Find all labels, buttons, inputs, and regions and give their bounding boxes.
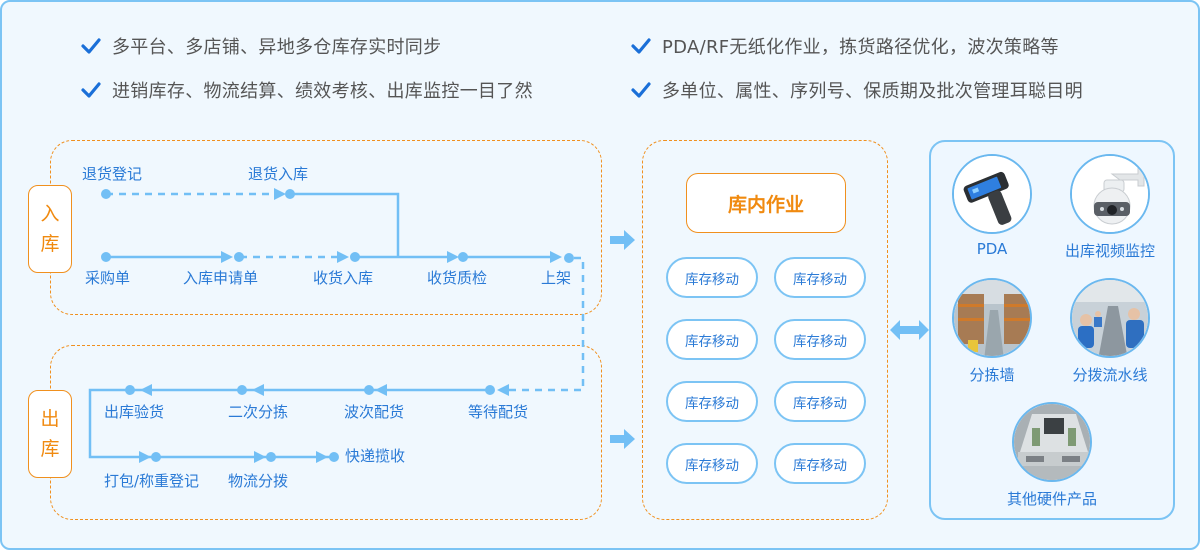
- flow-node-label: 收货入库: [313, 269, 374, 287]
- ops-item-inventory-move[interactable]: 库存移动: [666, 257, 758, 298]
- ops-item-inventory-move[interactable]: 库存移动: [666, 443, 758, 484]
- feature-item: 多平台、多店铺、异地多仓库存实时同步: [80, 34, 441, 58]
- ops-item-inventory-move[interactable]: 库存移动: [774, 319, 866, 360]
- feature-text: 多单位、属性、序列号、保质期及批次管理耳聪目明: [662, 81, 1083, 102]
- feature-text: 多平台、多店铺、异地多仓库存实时同步: [112, 37, 442, 58]
- flow-node-label: 快递揽收: [345, 447, 406, 465]
- flow-node-label: 退货入库: [248, 165, 309, 183]
- check-icon: [631, 38, 651, 54]
- flow-node-dot: [234, 252, 244, 262]
- ops-item-inventory-move[interactable]: 库存移动: [774, 443, 866, 484]
- outbound-label-char: 出: [40, 408, 60, 430]
- arrow-right-icon: [550, 251, 562, 263]
- block-arrow-right-icon: [610, 429, 635, 449]
- flow-line-dashed: [502, 256, 585, 392]
- conveyor-hardware-image: [1012, 402, 1092, 482]
- double-arrow-icon: [890, 320, 929, 340]
- hardware-label: PDA: [976, 240, 1008, 258]
- flow-node-label: 退货登记: [82, 165, 143, 183]
- feature-item: PDA/RF无纸化作业，拣货路径优化，波次策略等: [630, 34, 1059, 58]
- flow-node-label: 上架: [541, 269, 572, 287]
- flow-node-dot: [350, 252, 360, 262]
- warehouse-ops-section: [642, 140, 888, 520]
- flow-node-label: 波次配货: [344, 403, 405, 421]
- ops-item-inventory-move[interactable]: 库存移动: [666, 319, 758, 360]
- block-arrow-right-icon: [610, 230, 635, 250]
- flow-node-label: 等待配货: [468, 403, 529, 421]
- warehouse-ops-title: 库内作业: [686, 173, 846, 233]
- arrow-right-icon: [337, 251, 349, 263]
- inbound-label: 入 库: [28, 185, 72, 273]
- arrow-right-icon: [254, 451, 266, 463]
- flow-node-dot: [564, 253, 574, 263]
- flow-node-label: 物流分拨: [228, 472, 289, 490]
- surveillance-camera-image: [1070, 154, 1150, 234]
- check-icon: [631, 82, 651, 98]
- flow-node-label: 入库申请单: [183, 269, 259, 287]
- hardware-label: 出库视频监控: [1064, 242, 1155, 260]
- arrow-right-icon: [221, 251, 233, 263]
- flow-node-label: 二次分拣: [228, 403, 289, 421]
- inbound-label-char: 入: [40, 203, 60, 225]
- feature-text: PDA/RF无纸化作业，拣货路径优化，波次策略等: [662, 37, 1059, 58]
- flow-node-label: 打包/称重登记: [104, 472, 200, 490]
- flow-line: [88, 388, 332, 459]
- flow-node-dot: [125, 385, 135, 395]
- arrow-left-icon: [497, 384, 509, 396]
- pda-device-image: [952, 154, 1032, 234]
- flow-node-label: 出库验货: [104, 403, 165, 421]
- flow-node-label: 收货质检: [427, 269, 488, 287]
- ops-item-inventory-move[interactable]: 库存移动: [774, 381, 866, 422]
- flow-line: [290, 192, 400, 257]
- flow-node-dot: [458, 252, 468, 262]
- flow-node-dot: [237, 385, 247, 395]
- outbound-label-char: 库: [40, 438, 60, 460]
- outbound-label: 出 库: [28, 390, 72, 478]
- check-icon: [81, 82, 101, 98]
- arrow-right-icon: [139, 451, 151, 463]
- hardware-label: 其他硬件产品: [1006, 490, 1097, 508]
- hardware-label: 分拨流水线: [1072, 366, 1148, 384]
- ops-item-inventory-move[interactable]: 库存移动: [666, 381, 758, 422]
- feature-item: 进销库存、物流结算、绩效考核、出库监控一目了然: [80, 78, 533, 102]
- flow-node-dot: [266, 452, 276, 462]
- arrow-right-icon: [274, 188, 286, 200]
- arrow-left-icon: [140, 384, 152, 396]
- feature-item: 多单位、属性、序列号、保质期及批次管理耳聪目明: [630, 78, 1083, 102]
- feature-text: 进销库存、物流结算、绩效考核、出库监控一目了然: [112, 81, 533, 102]
- flow-node-dot: [285, 189, 295, 199]
- arrow-right-icon: [447, 251, 459, 263]
- assembly-line-image: [1070, 278, 1150, 358]
- arrow-right-icon: [316, 451, 328, 463]
- arrow-left-icon: [375, 384, 387, 396]
- hardware-label: 分拣墙: [969, 366, 1015, 384]
- flow-node-dot: [364, 385, 374, 395]
- flow-node-dot: [101, 252, 111, 262]
- flow-node-dot: [329, 452, 339, 462]
- flow-node-dot: [101, 189, 111, 199]
- check-icon: [81, 38, 101, 54]
- flow-node-dot: [485, 385, 495, 395]
- warehouse-shelves-image: [952, 278, 1032, 358]
- flow-node-dot: [151, 452, 161, 462]
- arrow-left-icon: [252, 384, 264, 396]
- inbound-label-char: 库: [40, 233, 60, 255]
- ops-item-inventory-move[interactable]: 库存移动: [774, 257, 866, 298]
- flow-node-label: 采购单: [85, 269, 131, 287]
